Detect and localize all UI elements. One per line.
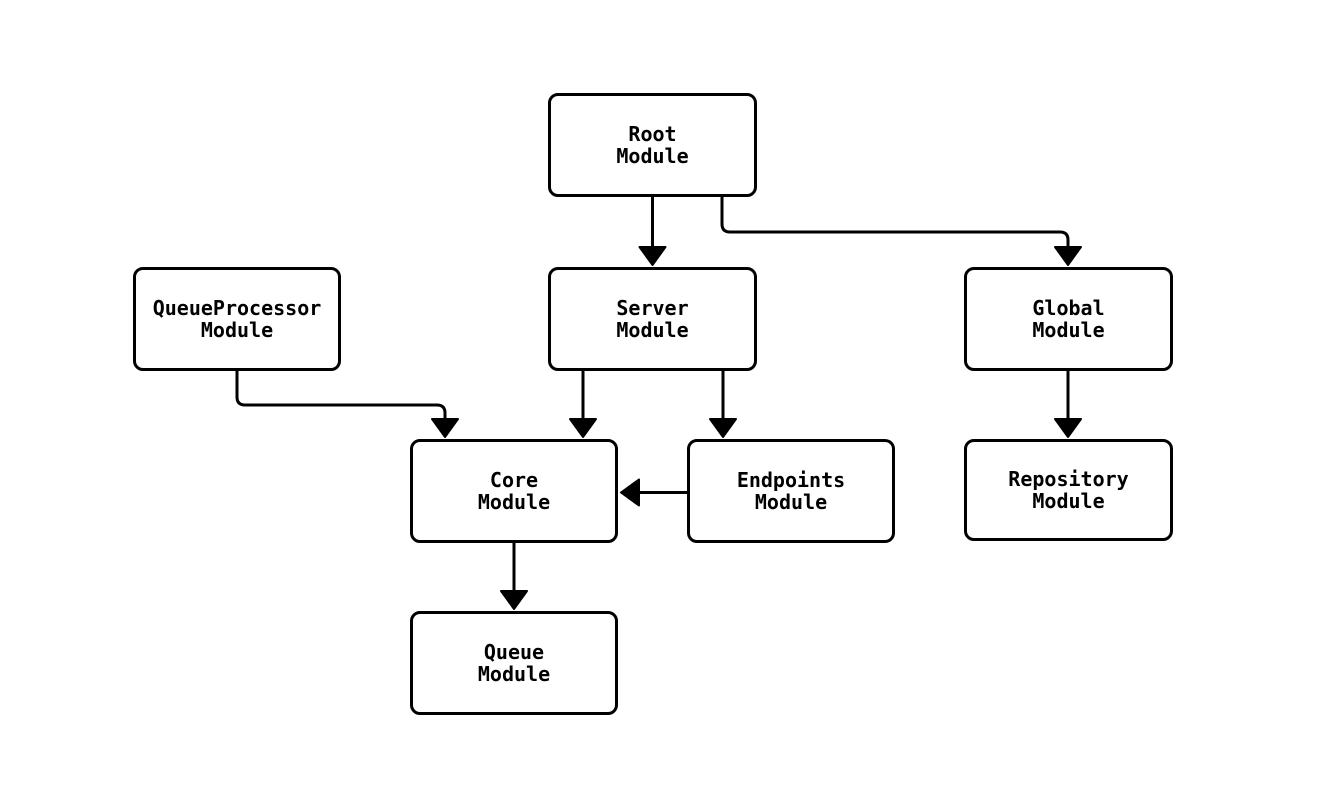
node-label-line1: Repository — [1008, 467, 1129, 491]
node-repository-module: Repository Module — [964, 439, 1173, 541]
node-label-line2: Module — [616, 318, 689, 342]
node-label-line1: Root — [628, 122, 677, 146]
node-label-line2: Module — [1032, 318, 1105, 342]
node-endpoints-module: Endpoints Module — [687, 439, 895, 543]
node-label-line1: Core — [489, 468, 539, 492]
node-global-module: Global Module — [964, 267, 1173, 371]
node-label-line2: Module — [477, 490, 551, 514]
node-label-line1: Server — [616, 296, 689, 320]
edge-root-to-global — [720, 197, 1082, 266]
node-label-line1: Endpoints — [736, 468, 846, 492]
node-core-module: Core Module — [410, 439, 618, 543]
node-root-module: Root Module — [548, 93, 757, 197]
node-label-line2: Module — [616, 144, 689, 168]
node-label-line2: Module — [1032, 489, 1105, 513]
node-label-line2: Module — [477, 662, 551, 686]
node-queue-module: Queue Module — [410, 611, 618, 715]
edge-queueprocessor-to-core — [235, 371, 459, 438]
node-label-line1: QueueProcessor — [152, 296, 322, 320]
node-label-line1: Global — [1032, 296, 1105, 320]
node-label-line1: Queue — [483, 640, 545, 664]
node-server-module: Server Module — [548, 267, 757, 371]
node-queueprocessor-module: QueueProcessor Module — [133, 267, 341, 371]
node-label-line2: Module — [754, 490, 828, 514]
node-label-line2: Module — [200, 318, 274, 342]
